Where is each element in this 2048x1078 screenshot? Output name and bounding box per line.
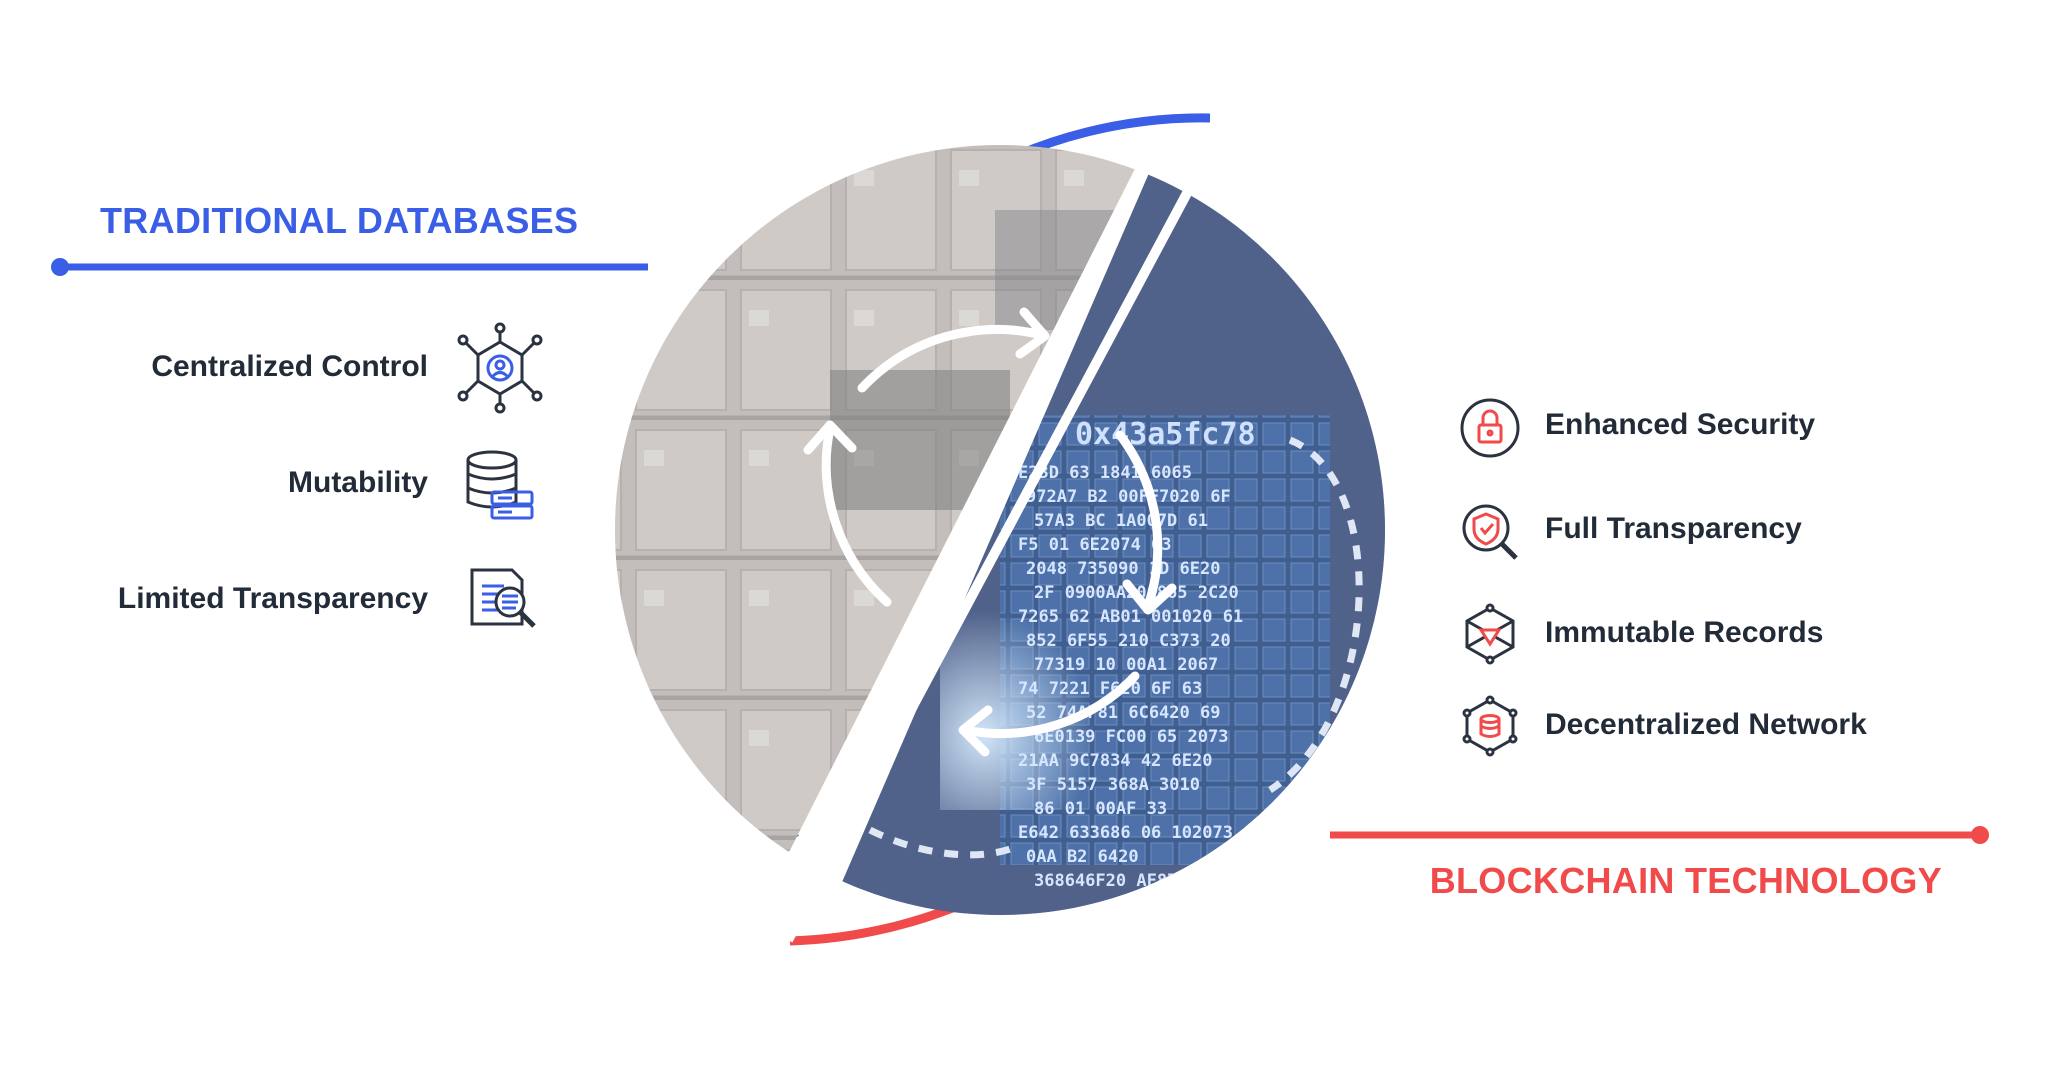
traditional-databases-heading: TRADITIONAL DATABASES <box>100 200 579 241</box>
code-line: 21AA 9C7834 42 6E20 <box>1018 751 1212 771</box>
document-search-icon <box>470 568 536 628</box>
code-line: 77319 10 00A1 2067 <box>1034 655 1218 675</box>
code-line: 86 01 00AF 33 <box>1034 799 1167 819</box>
code-line: 3F 5157 368A 3010 <box>1026 775 1200 795</box>
decentralized-database-icon <box>1462 695 1518 757</box>
code-line: 972A7 B2 00FF7020 6F <box>1026 487 1231 507</box>
item-limited-transparency: Limited Transparency <box>117 582 428 615</box>
item-enhanced-security: Enhanced Security <box>1545 408 1816 441</box>
code-line: 52 74AF81 6C6420 69 <box>1026 703 1220 723</box>
code-header-text: 0x43a5fc78 <box>1075 417 1256 452</box>
code-line: 74 7221 F620 6F 63 <box>1018 679 1202 699</box>
code-line: 0AA B2 6420 <box>1026 847 1139 867</box>
item-immutable-records: Immutable Records <box>1545 616 1824 649</box>
block-network-icon <box>1465 603 1515 665</box>
code-line: 7265 62 AB01 001020 61 <box>1018 607 1243 627</box>
padlock-icon <box>1460 398 1520 458</box>
traditional-connector-dot <box>51 258 69 276</box>
code-line: 6E0139 FC00 65 2073 <box>1034 727 1228 747</box>
database-server-icon <box>466 450 534 520</box>
item-centralized-control: Centralized Control <box>151 350 428 383</box>
code-line: 852 6F55 210 C373 20 <box>1026 631 1231 651</box>
item-mutability: Mutability <box>288 466 428 499</box>
blockchain-connector-dot <box>1971 826 1989 844</box>
shield-search-icon <box>1462 504 1518 560</box>
code-line: 57A3 BC 1A007D 61 <box>1034 511 1208 531</box>
code-line: 368646F20 AF87 0FC28E00 69 <box>1034 871 1300 891</box>
blockchain-technology-heading: BLOCKCHAIN TECHNOLOGY <box>1429 860 1942 901</box>
network-user-icon <box>457 322 543 414</box>
code-line: F5 01 6E2074 63 <box>1018 535 1172 555</box>
item-full-transparency: Full Transparency <box>1545 512 1802 545</box>
diagonal-divider <box>783 177 1199 943</box>
code-line: E642 633686 06 102073 <box>1018 823 1233 843</box>
code-line: 2048 735090 1D 6E20 <box>1026 559 1220 579</box>
item-decentralized-network: Decentralized Network <box>1545 708 1867 741</box>
circular-arrows-icon <box>803 307 1177 757</box>
